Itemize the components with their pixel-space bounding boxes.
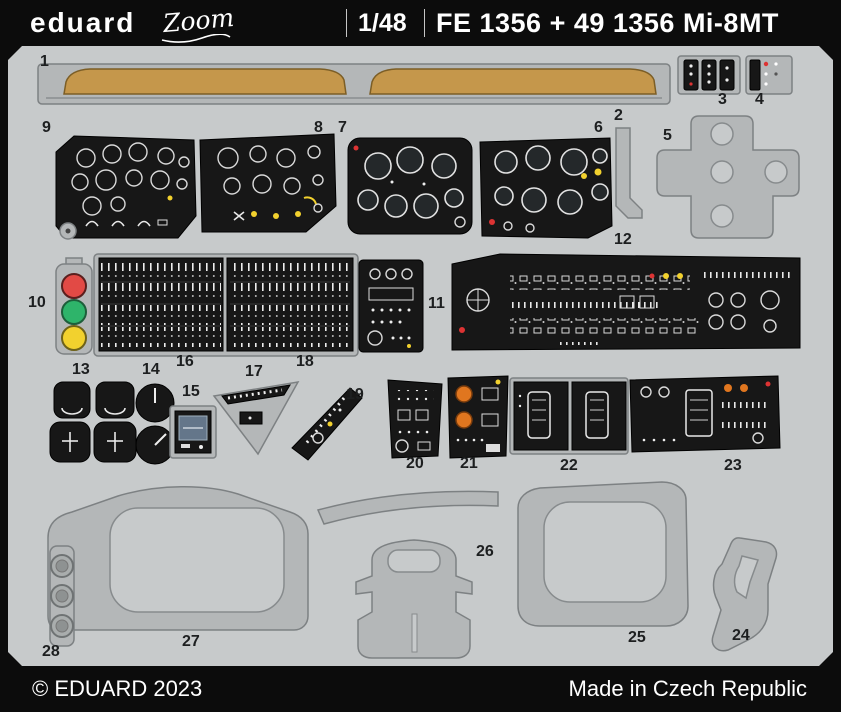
product-title: FE 1356 + 49 1356 Mi-8MT [436, 8, 779, 38]
part-26-seat-bracket [316, 490, 499, 659]
part-11-console-panel [358, 259, 424, 353]
part-label-2: 2 [614, 107, 623, 124]
part-label-28: 28 [42, 643, 60, 660]
part-1-visor-strip [37, 63, 671, 105]
part-label-27: 27 [182, 633, 200, 650]
part-label-14: 14 [142, 361, 160, 378]
part-label-9: 9 [42, 119, 51, 136]
part-label-4: 4 [755, 91, 764, 108]
part-19-triangle-panel [291, 387, 363, 461]
footer-bar: © EDUARD 2023 Made in Czech Republic [0, 666, 841, 712]
part-17-triangle-panel [212, 381, 300, 456]
part-10-warning-lights [55, 257, 93, 355]
part-label-5: 5 [663, 127, 672, 144]
part-label-25: 25 [628, 629, 646, 646]
part-label-13: 13 [72, 361, 90, 378]
part-23-wide-console [629, 375, 781, 453]
part-label-11: 11 [428, 295, 445, 312]
part-label-8: 8 [314, 119, 323, 136]
zoom-underline-flourish [161, 34, 231, 43]
part-label-10: 10 [28, 294, 46, 311]
part-label-24: 24 [732, 627, 750, 644]
part-label-22: 22 [560, 457, 578, 474]
part-label-1: 1 [40, 53, 49, 70]
scale-text: 1/48 [358, 9, 407, 37]
origin-text: Made in Czech Republic [568, 676, 807, 701]
zoom-logo: Zoom [161, 2, 236, 39]
part-9-instrument-panel [55, 135, 197, 240]
part-label-17: 17 [245, 363, 263, 380]
part-21-orange-knob-panel [447, 375, 509, 459]
part-label-20: 20 [406, 455, 424, 472]
part-label-18: 18 [296, 353, 314, 370]
part-label-12: 12 [614, 231, 632, 248]
part-label-19: 19 [346, 386, 364, 403]
part-label-3: 3 [718, 91, 727, 108]
part-7-dial-panel [347, 137, 473, 235]
part-2-bracket-strip [615, 127, 643, 219]
part-22-placard-panels [509, 377, 629, 455]
part-label-21: 21 [460, 455, 478, 472]
copyright-text: © EDUARD 2023 [32, 676, 203, 701]
header-divider [346, 9, 347, 37]
fret-svg [37, 55, 801, 659]
part-25-frame [517, 481, 689, 627]
part-label-16: 16 [176, 353, 194, 370]
part-3-switch-plates [677, 55, 741, 95]
part-label-7: 7 [338, 119, 347, 136]
part-label-26: 26 [476, 543, 494, 560]
part-8-instrument-panel [199, 133, 337, 233]
part-14-round-gauges [135, 383, 175, 465]
part-16-18-breaker-panels [93, 253, 359, 357]
header-bar: eduard Zoom 1/48 FE 1356 + 49 1356 Mi-8M… [0, 0, 841, 46]
part-4-small-panel [745, 55, 793, 95]
part-13-knob-faces [49, 381, 137, 463]
header-divider [424, 9, 425, 37]
part-5-cross-bracket [656, 115, 800, 239]
part-15-display-instrument [169, 405, 217, 459]
part-12-overhead-panel [451, 253, 801, 351]
part-6-dial-panel [479, 137, 613, 239]
part-label-6: 6 [594, 119, 603, 136]
part-20-side-console [387, 379, 443, 459]
part-27-frame [47, 486, 309, 631]
part-label-23: 23 [724, 457, 742, 474]
eduard-logo: eduard [30, 7, 136, 38]
part-28-grommet-strip [49, 545, 75, 647]
part-24-hook-bracket [711, 537, 778, 652]
part-label-15: 15 [182, 383, 200, 400]
